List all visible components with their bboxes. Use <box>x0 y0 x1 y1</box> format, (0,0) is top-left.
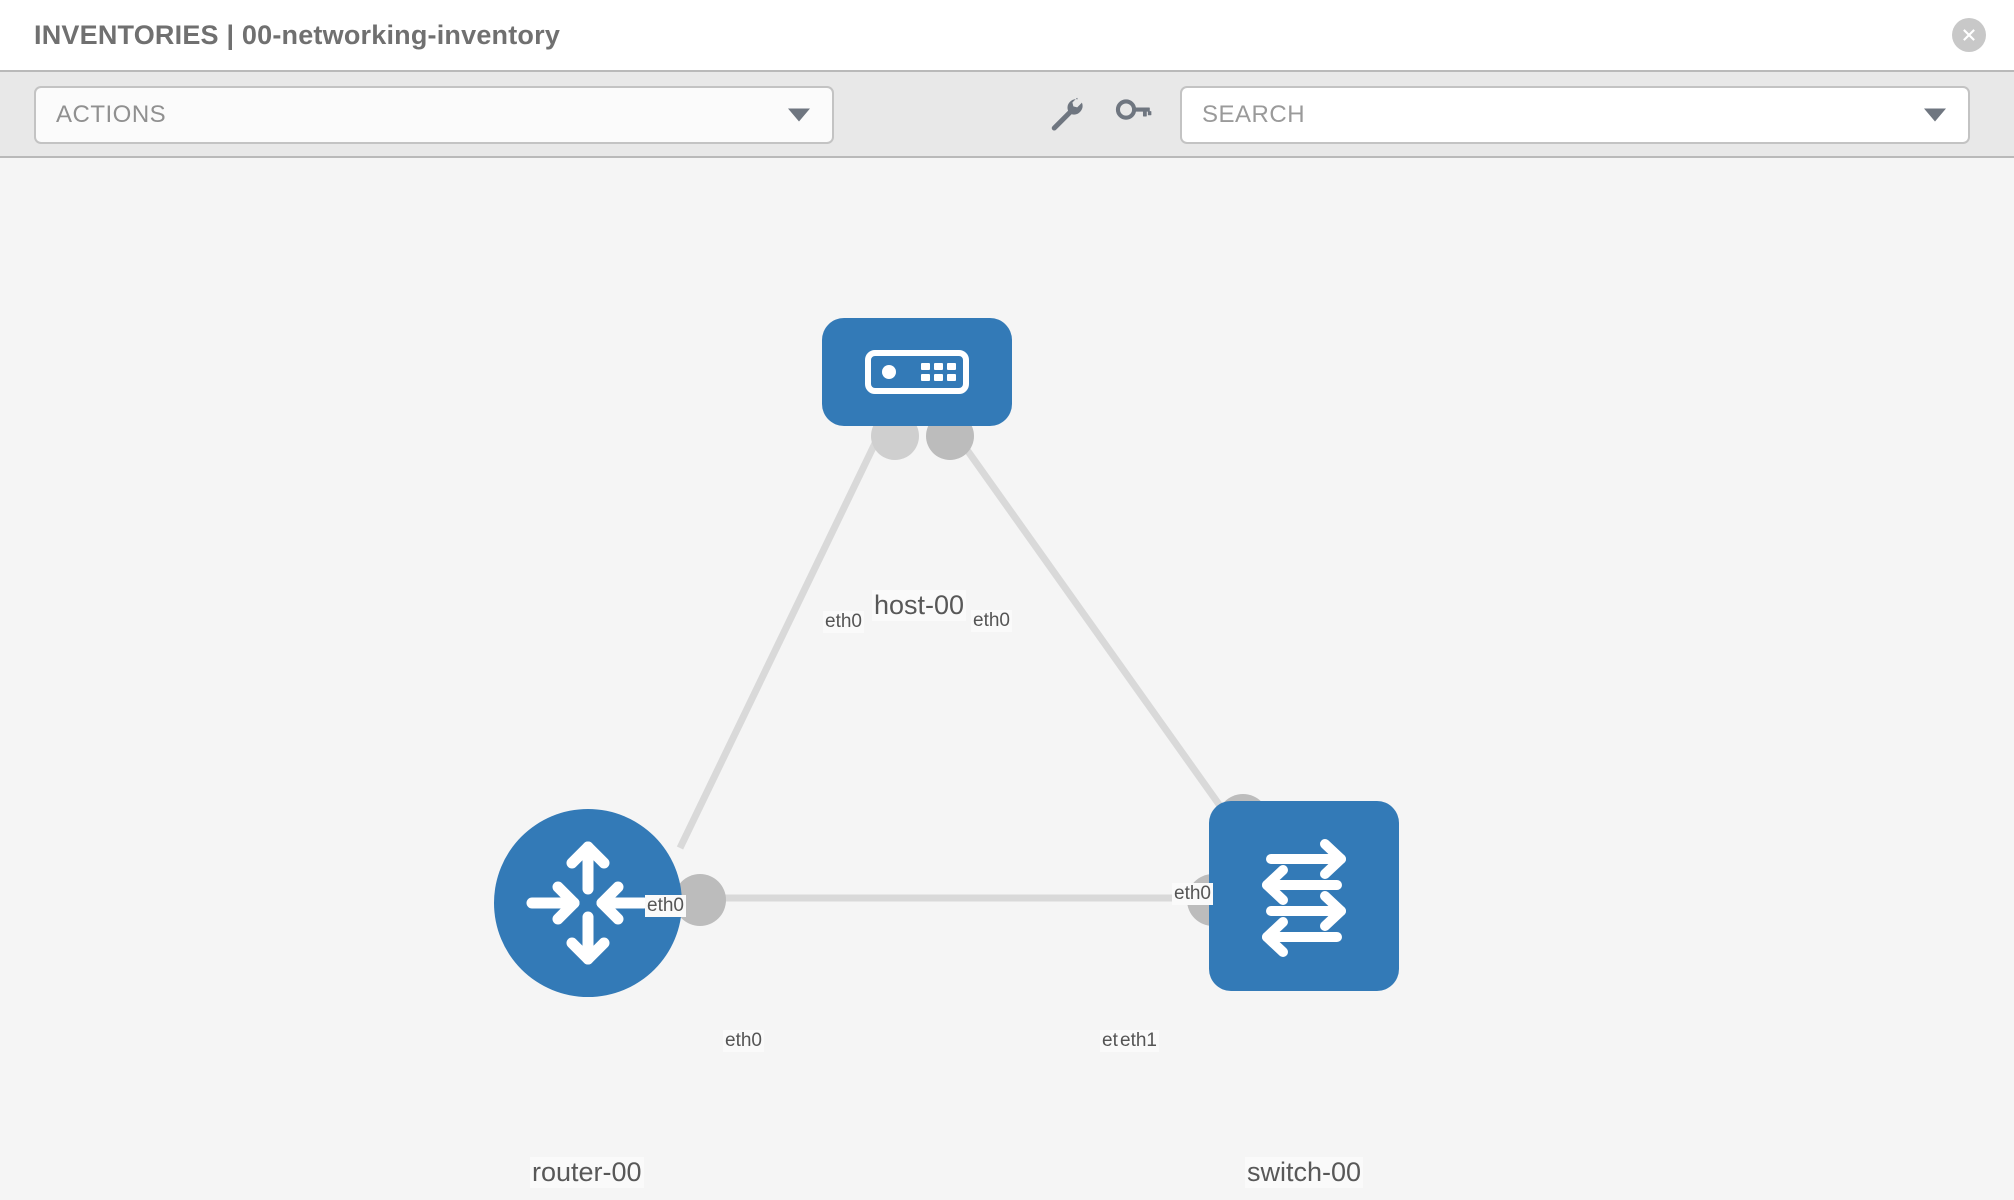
node-label-host-00: host-00 <box>872 590 967 621</box>
actions-dropdown-label: ACTIONS <box>56 101 167 128</box>
iface-label-host-right: eth0 <box>971 610 1012 632</box>
link-host-switch <box>952 430 1248 844</box>
close-icon[interactable] <box>1952 18 1986 52</box>
search-input[interactable]: SEARCH <box>1180 86 1970 144</box>
node-switch-00[interactable] <box>1209 801 1399 991</box>
chevron-down-icon[interactable] <box>1924 108 1946 122</box>
port-router-right <box>674 874 726 926</box>
page-title: INVENTORIES | 00-networking-inventory <box>34 19 561 50</box>
router-arrows-icon <box>526 841 650 965</box>
chevron-down-icon <box>788 108 810 122</box>
iface-label-switch-uplink: eth0 <box>1172 883 1213 905</box>
node-host-00[interactable] <box>822 318 1012 426</box>
iface-label-host-left: eth0 <box>823 611 864 633</box>
toolbar: ACTIONS SEARCH <box>0 70 2014 158</box>
actions-dropdown[interactable]: ACTIONS <box>34 86 834 144</box>
topology-canvas[interactable]: host-00 router-00 switch-00 eth0 eth0 et… <box>0 158 2014 1200</box>
topology-links-layer <box>674 412 1269 926</box>
key-icon[interactable] <box>1110 91 1156 137</box>
iface-label-router-uplink: eth0 <box>645 895 686 917</box>
wrench-icon[interactable] <box>1043 91 1089 137</box>
server-icon <box>865 350 969 394</box>
link-router-host <box>676 431 884 850</box>
page-header: INVENTORIES | 00-networking-inventory <box>0 0 2014 70</box>
switch-arrows-icon <box>1262 839 1346 957</box>
node-label-router-00: router-00 <box>530 1157 644 1188</box>
iface-label-router-right: eth0 <box>723 1030 764 1052</box>
iface-label-switch-left: eth1 <box>1118 1030 1159 1052</box>
search-placeholder: SEARCH <box>1202 101 1306 128</box>
node-label-switch-00: switch-00 <box>1245 1157 1364 1188</box>
